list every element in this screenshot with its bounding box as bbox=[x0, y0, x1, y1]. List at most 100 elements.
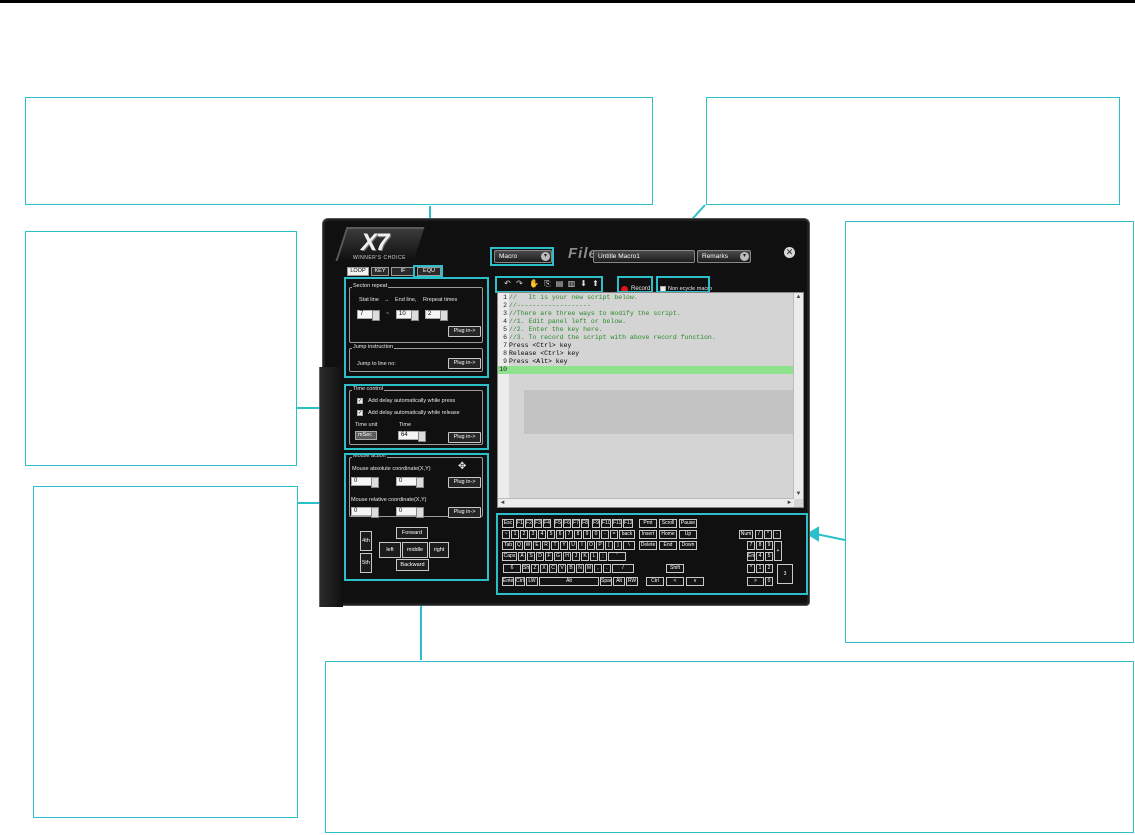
keyboard-key[interactable]: F8 bbox=[581, 519, 589, 528]
keyboard-key[interactable]: Shift bbox=[522, 564, 530, 573]
import-icon[interactable]: ⬇ bbox=[580, 279, 587, 288]
keyboard-key[interactable]: 0 bbox=[592, 530, 600, 539]
mouse-absolute-y[interactable]: 0 bbox=[396, 477, 424, 488]
keyboard-key[interactable]: F10 bbox=[601, 519, 611, 528]
keyboard-key[interactable]: 8 bbox=[756, 541, 764, 550]
keyboard-key[interactable]: Alt bbox=[613, 577, 625, 586]
keyboard-key[interactable]: - bbox=[601, 530, 609, 539]
keyboard-key[interactable]: F4 bbox=[543, 519, 551, 528]
script-line[interactable]: 3//There are three ways to modify the sc… bbox=[498, 310, 794, 318]
keyboard-key[interactable]: S bbox=[527, 552, 535, 561]
keyboard-key[interactable]: > bbox=[747, 577, 764, 586]
copy-icon[interactable]: ⎘ bbox=[544, 279, 551, 288]
keyboard-key[interactable]: G bbox=[554, 552, 562, 561]
remarks-select[interactable]: Remarks ▾ bbox=[697, 250, 751, 263]
keyboard-key[interactable]: 5 bbox=[547, 530, 555, 539]
delay-press-checkbox[interactable]: ✓ bbox=[357, 398, 363, 404]
script-editor[interactable]: 1// It is your new script below.2//-----… bbox=[497, 292, 804, 508]
script-line[interactable]: 1// It is your new script below. bbox=[498, 294, 794, 302]
keyboard-key[interactable]: M bbox=[585, 564, 593, 573]
time-control-plugin-button[interactable]: Plug in-> bbox=[448, 432, 481, 443]
keyboard-key[interactable]: = bbox=[610, 530, 618, 539]
paste-icon[interactable]: ▤ bbox=[555, 279, 564, 288]
redo-icon[interactable]: ↷ bbox=[516, 279, 523, 288]
mouse-relative-y[interactable]: 0 bbox=[396, 507, 424, 518]
keyboard-key[interactable]: 6 bbox=[503, 564, 521, 573]
keyboard-key[interactable]: 8 bbox=[574, 530, 582, 539]
scroll-down-icon[interactable]: ▼ bbox=[795, 491, 802, 497]
save-icon[interactable]: ▥ bbox=[567, 279, 576, 288]
keyboard-key[interactable]: LW bbox=[526, 577, 538, 586]
keyboard-key[interactable]: X bbox=[540, 564, 548, 573]
hand-icon[interactable]: ✋ bbox=[529, 279, 539, 288]
keyboard-key[interactable]: F7 bbox=[572, 519, 580, 528]
mouse-middle-button[interactable]: middle bbox=[402, 542, 428, 558]
keyboard-key[interactable]: Caps bbox=[502, 552, 517, 561]
keyboard-key[interactable]: Tab bbox=[502, 541, 514, 550]
keyboard-key[interactable]: H bbox=[563, 552, 571, 561]
keyboard-key[interactable]: 3 bbox=[529, 530, 537, 539]
keyboard-key[interactable]: F3 bbox=[534, 519, 542, 528]
keyboard-key[interactable]: Insert bbox=[639, 530, 657, 539]
jump-plugin-button[interactable]: Plug in-> bbox=[448, 358, 481, 369]
keyboard-key[interactable]: ] bbox=[614, 541, 622, 550]
keyboard-key[interactable]: . bbox=[603, 564, 611, 573]
keyboard-key[interactable]: Num bbox=[739, 530, 753, 539]
keyboard-key[interactable]: Prnt bbox=[639, 519, 657, 528]
mouse-absolute-plugin-button[interactable]: Plug in-> bbox=[448, 477, 481, 488]
script-line[interactable]: 4//1. Edit panel left or below. bbox=[498, 318, 794, 326]
keyboard-key[interactable]: Esc bbox=[502, 519, 514, 528]
keyboard-key[interactable]: F9 bbox=[592, 519, 600, 528]
keyboard-key[interactable]: D bbox=[536, 552, 544, 561]
mouse-absolute-x[interactable]: 0 bbox=[351, 477, 379, 488]
section-repeat-plugin-button[interactable]: Plug in-> bbox=[448, 326, 481, 337]
vertical-scrollbar[interactable]: ▲ ▼ bbox=[793, 293, 803, 499]
keyboard-key[interactable]: K bbox=[581, 552, 589, 561]
mouse-backward-button[interactable]: Backward bbox=[396, 559, 429, 571]
mouse-relative-x[interactable]: 0 bbox=[351, 507, 379, 518]
keyboard-key[interactable]: F bbox=[545, 552, 553, 561]
keyboard-key[interactable]: , bbox=[594, 564, 602, 573]
keyboard-key[interactable]: ' bbox=[608, 552, 626, 561]
keyboard-key[interactable]: back bbox=[619, 530, 635, 539]
keyboard-key[interactable]: Up bbox=[679, 530, 697, 539]
keyboard-key[interactable]: 2 bbox=[765, 564, 773, 573]
script-line[interactable]: 2//------------------- bbox=[498, 302, 794, 310]
scroll-left-icon[interactable]: ◄ bbox=[499, 500, 506, 506]
keyboard-key[interactable]: End bbox=[659, 541, 677, 550]
keyboard-key[interactable]: Alt bbox=[539, 577, 599, 586]
tab-loop[interactable]: LOOP bbox=[347, 267, 369, 276]
keyboard-key[interactable]: Enter bbox=[502, 577, 514, 586]
keyboard-key[interactable]: 4 bbox=[756, 552, 764, 561]
script-line[interactable]: 10 bbox=[498, 366, 794, 374]
record-icon[interactable] bbox=[621, 286, 628, 293]
keyboard-key[interactable]: C bbox=[549, 564, 557, 573]
keyboard-key[interactable]: R bbox=[542, 541, 550, 550]
keyboard-key[interactable]: F6 bbox=[563, 519, 571, 528]
keyboard-key[interactable]: RW bbox=[626, 577, 638, 586]
script-line[interactable]: 5//2. Enter the key here. bbox=[498, 326, 794, 334]
keyboard-key[interactable]: * bbox=[764, 530, 772, 539]
keyboard-key[interactable]: 2 bbox=[520, 530, 528, 539]
mouse-4th-button[interactable]: 4th bbox=[360, 531, 372, 551]
tab-if[interactable]: IF bbox=[391, 267, 415, 276]
keyboard-key[interactable]: A bbox=[518, 552, 526, 561]
keyboard-key[interactable]: F12 bbox=[623, 519, 633, 528]
keyboard-key[interactable]: 0 bbox=[765, 577, 773, 586]
keyboard-key[interactable]: v bbox=[686, 577, 704, 586]
mouse-forward-button[interactable]: Forward bbox=[396, 527, 428, 539]
keyboard-key[interactable]: 4 bbox=[538, 530, 546, 539]
script-line[interactable]: 6//3. To record the script with above re… bbox=[498, 334, 794, 342]
keyboard-key[interactable]: Delete bbox=[639, 541, 657, 550]
keyboard-key[interactable]: F1 bbox=[516, 519, 524, 528]
keyboard-key[interactable]: B bbox=[567, 564, 575, 573]
tab-key[interactable]: KEY bbox=[371, 267, 389, 276]
keyboard-key[interactable]: V bbox=[558, 564, 566, 573]
mouse-right-button[interactable]: right bbox=[429, 542, 449, 558]
keyboard-key[interactable]: Home bbox=[659, 530, 677, 539]
keyboard-key[interactable]: - bbox=[773, 530, 781, 539]
keyboard-key[interactable]: T bbox=[551, 541, 559, 550]
